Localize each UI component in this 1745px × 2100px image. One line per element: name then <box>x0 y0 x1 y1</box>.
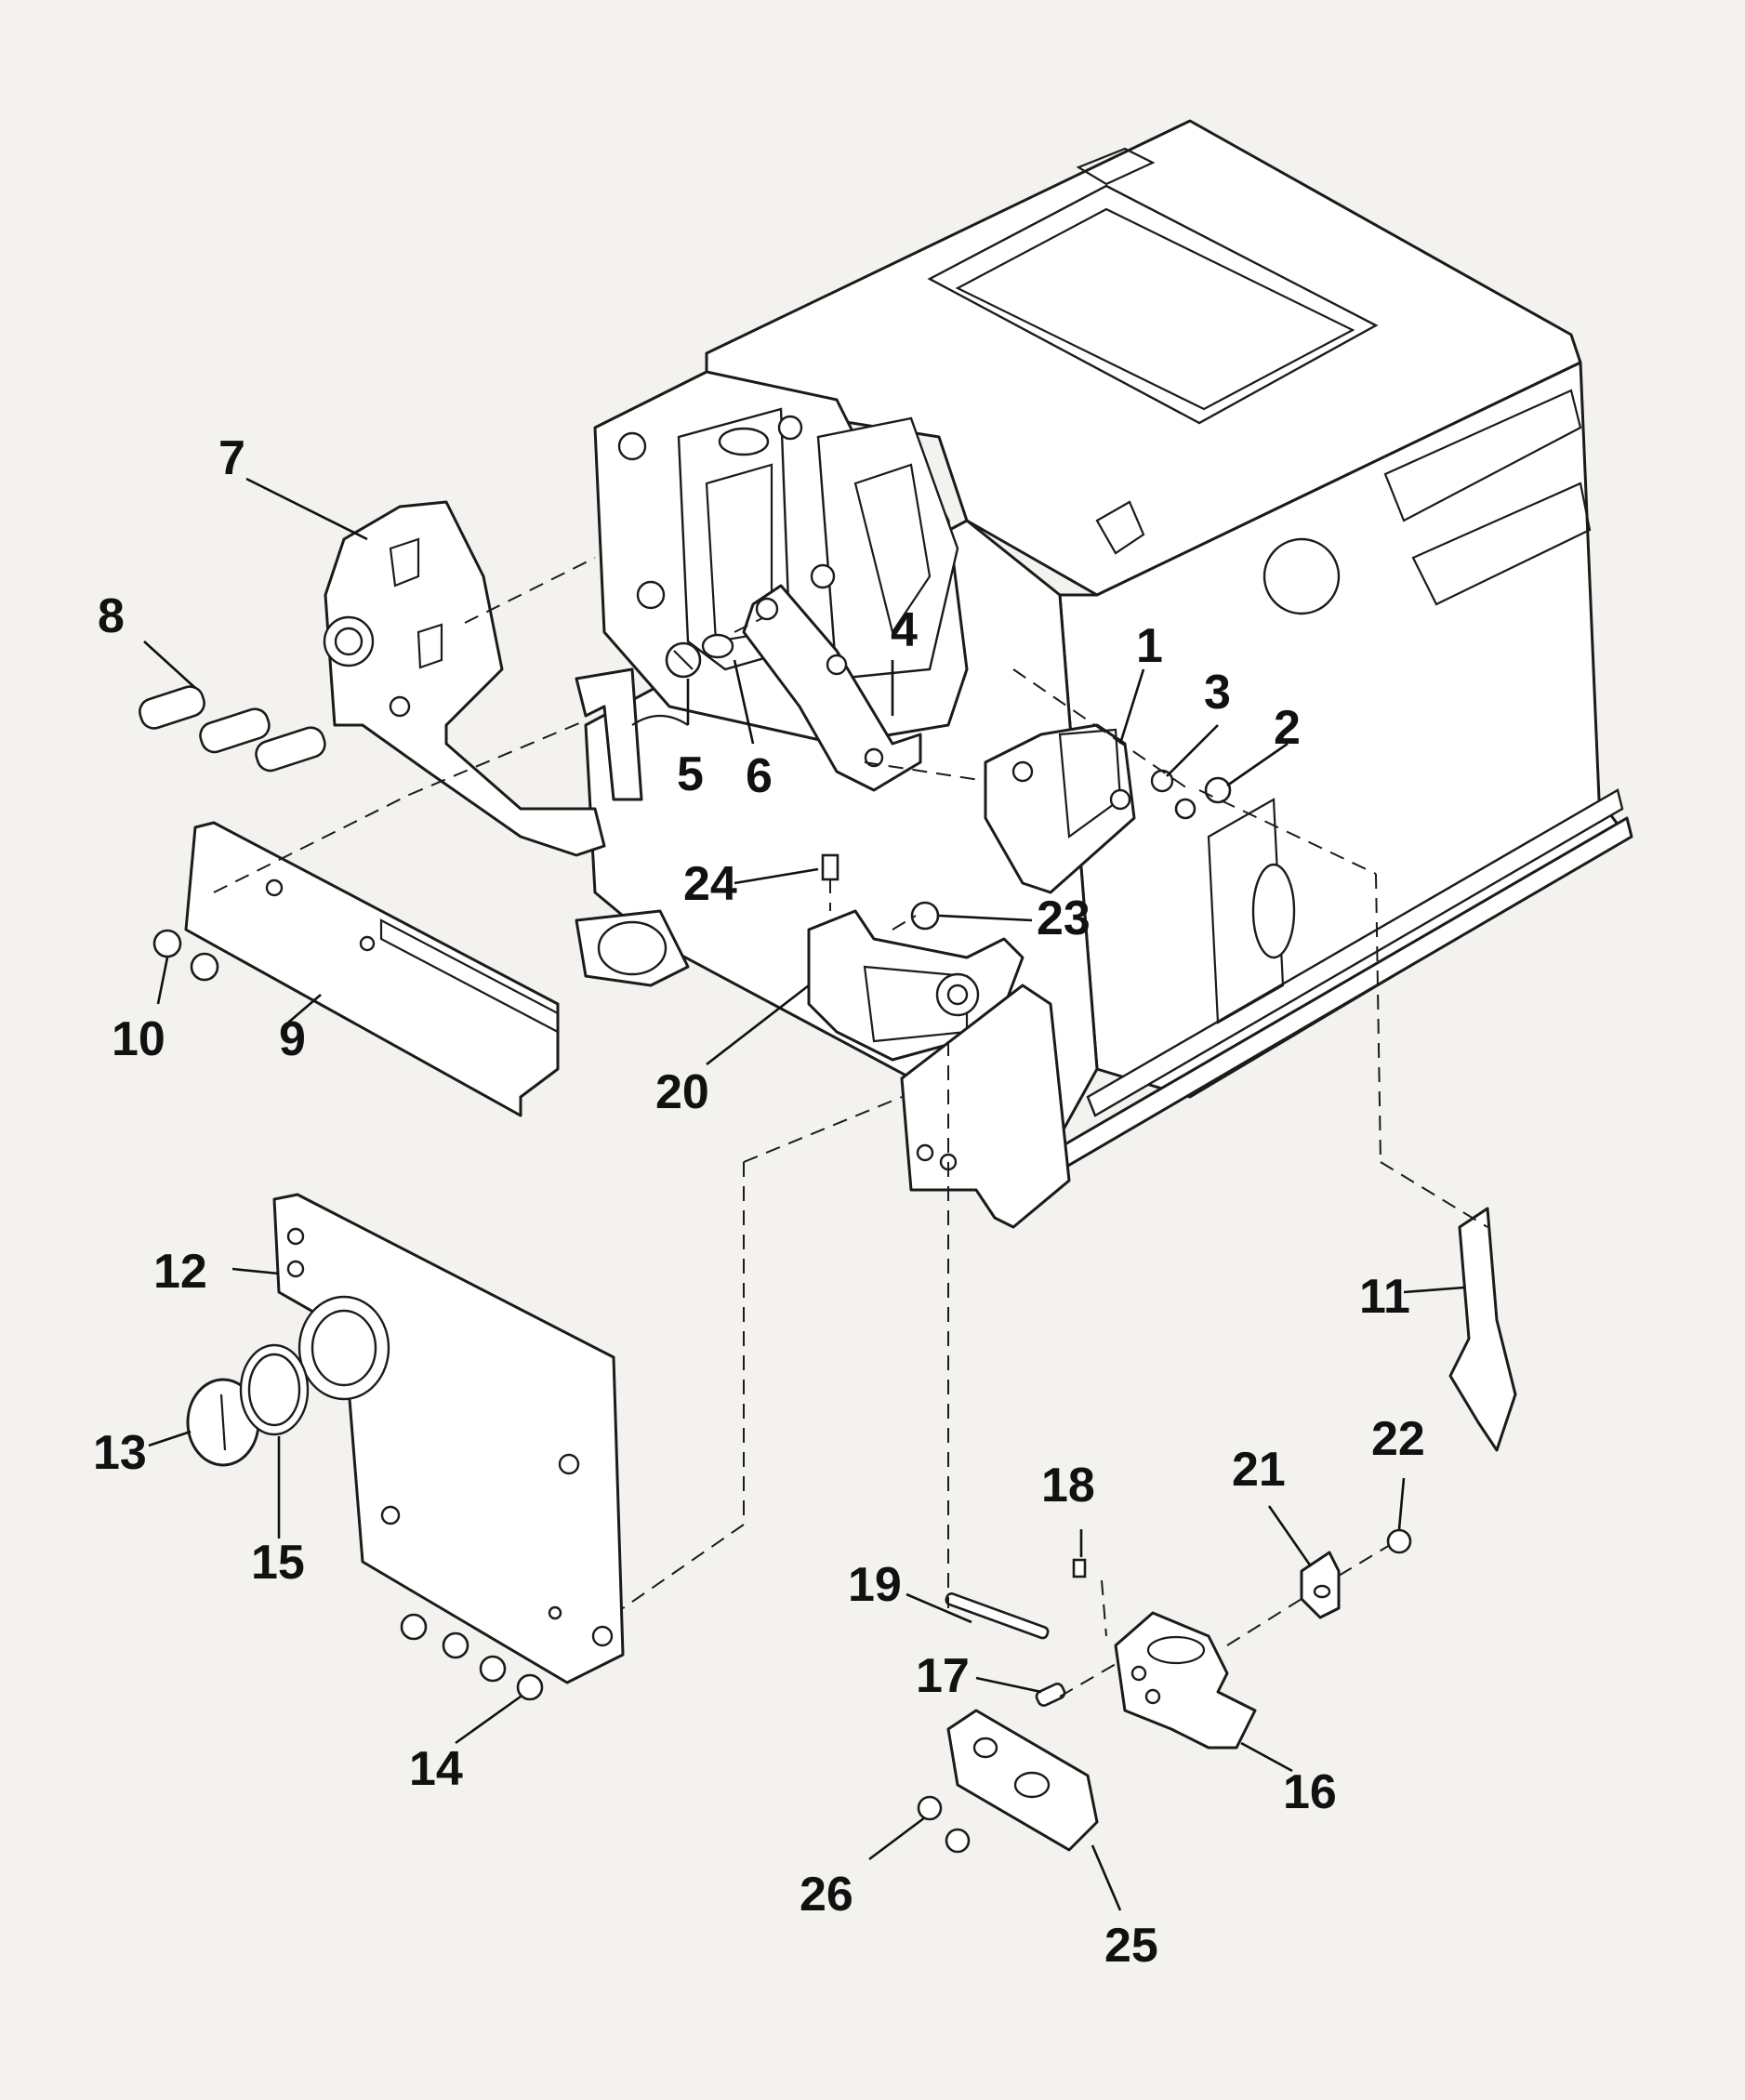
callout-6: 6 <box>746 749 773 803</box>
lever-arm <box>742 563 922 792</box>
pins-17-18-19 <box>945 1558 1087 1707</box>
callout-1: 1 <box>1136 619 1163 673</box>
bottom-plate <box>900 984 1071 1229</box>
callout-3: 3 <box>1204 666 1231 720</box>
block-25 <box>917 1709 1099 1854</box>
plate-12 <box>272 1193 625 1684</box>
screws-14 <box>400 1613 544 1701</box>
callout-labels: 1 2 3 4 5 6 7 8 9 10 11 12 13 14 15 16 1… <box>93 431 1425 1973</box>
screws-10 <box>152 929 219 982</box>
callout-18: 18 <box>1041 1459 1095 1512</box>
cover-plate-9 <box>184 821 560 1117</box>
bracket-20 <box>807 853 1025 1062</box>
assembly-lines <box>213 557 1488 1697</box>
bracket-16 <box>1114 1611 1257 1750</box>
callout-19: 19 <box>848 1558 902 1612</box>
callout-16: 16 <box>1283 1765 1337 1819</box>
screw-5-washer-6 <box>665 633 734 679</box>
callout-12: 12 <box>153 1245 207 1299</box>
bracket-1 <box>984 723 1232 894</box>
side-block-7 <box>323 500 606 857</box>
strip-11 <box>1448 1207 1517 1452</box>
callout-22: 22 <box>1371 1412 1425 1466</box>
screws-8 <box>139 685 326 773</box>
callout-24: 24 <box>683 857 737 911</box>
callout-10: 10 <box>112 1012 165 1066</box>
callout-17: 17 <box>916 1649 970 1703</box>
callout-25: 25 <box>1104 1919 1158 1973</box>
callout-5: 5 <box>677 747 704 801</box>
machine-frame <box>575 119 1633 1175</box>
callout-13: 13 <box>93 1426 147 1480</box>
callout-2: 2 <box>1274 701 1301 755</box>
cap-13-ring-15 <box>186 1343 310 1467</box>
callout-9: 9 <box>279 1012 306 1066</box>
callout-15: 15 <box>251 1536 305 1590</box>
callout-14: 14 <box>409 1742 463 1796</box>
callout-4: 4 <box>891 603 918 657</box>
callout-8: 8 <box>98 589 125 643</box>
callout-23: 23 <box>1037 892 1091 945</box>
callout-20: 20 <box>655 1065 709 1119</box>
callout-7: 7 <box>218 431 245 485</box>
callout-21: 21 <box>1232 1443 1286 1497</box>
callout-11: 11 <box>1359 1270 1410 1324</box>
leader-lines <box>143 477 1465 1911</box>
callout-26: 26 <box>800 1868 853 1922</box>
clip-21-screw-22 <box>1300 1528 1412 1619</box>
